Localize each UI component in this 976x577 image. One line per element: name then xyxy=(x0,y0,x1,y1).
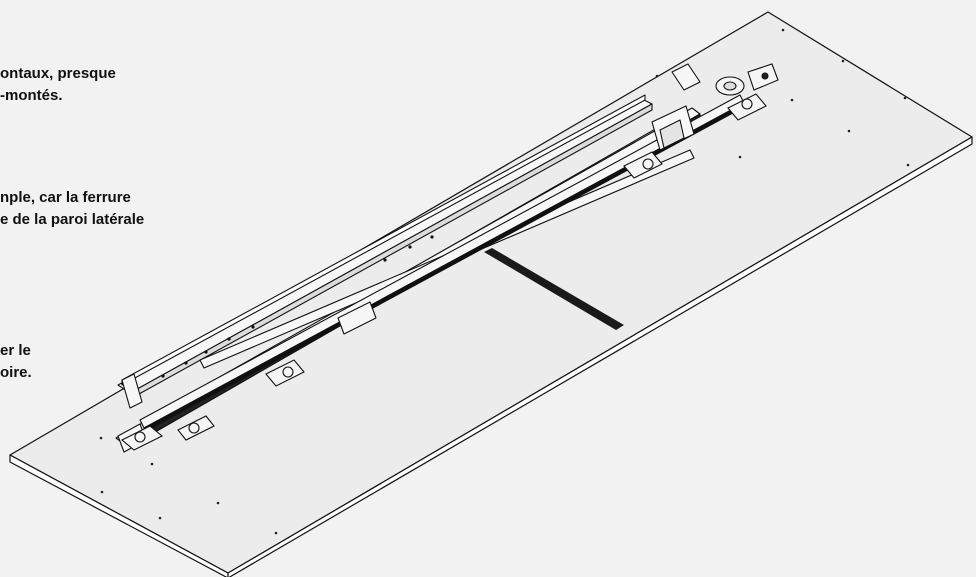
instruction-line: -montés. xyxy=(0,87,63,104)
board-panel xyxy=(9,11,973,577)
instruction-line: ontaux, presque xyxy=(0,65,116,82)
board-top-face xyxy=(9,11,973,574)
board-right-edge xyxy=(227,136,973,577)
pulley-mechanism xyxy=(715,63,779,96)
screw-holes xyxy=(99,28,910,535)
mounting-brackets xyxy=(121,93,767,451)
bracket xyxy=(121,425,163,451)
end-block-left xyxy=(121,373,143,409)
instruction-line: nple, car la ferrure xyxy=(0,189,131,206)
hinge-plate xyxy=(671,63,701,91)
instruction-text-2: nple, car la ferrure e de la paroi latér… xyxy=(0,187,144,231)
rail-top-strip xyxy=(121,94,646,386)
instruction-text-1: ontaux, presque -montés. xyxy=(0,63,116,107)
rail-holes xyxy=(161,235,434,378)
instruction-text-3: er le oire. xyxy=(0,340,32,384)
instruction-line: er le xyxy=(0,342,31,359)
center-bar xyxy=(484,248,624,330)
bracket xyxy=(265,359,305,387)
bracket xyxy=(177,415,215,441)
bracket xyxy=(727,93,767,121)
bracket xyxy=(623,151,663,179)
board-front-edge xyxy=(9,454,229,577)
rail-assembly xyxy=(115,63,745,453)
instruction-line: e de la paroi latérale xyxy=(0,211,145,228)
clamp-block-inner xyxy=(659,119,685,149)
instruction-line: oire. xyxy=(0,364,32,381)
slider-block xyxy=(337,301,377,335)
